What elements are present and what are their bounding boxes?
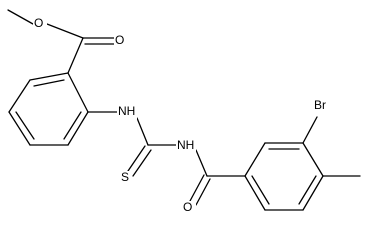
- bond-cs-double-b: [132, 149, 152, 177]
- ring2-bond-3-inner: [298, 175, 317, 205]
- atom-labels: O O NH NH S O Br: [33, 16, 333, 215]
- aryl-ring-bonds: [244, 142, 324, 211]
- ring2-bond-4: [302, 142, 324, 177]
- atom-nh-aniline: NH: [118, 104, 135, 118]
- ester-group-bonds: [7, 9, 115, 74]
- bond-methyl-o: [7, 9, 34, 25]
- atom-o-amide: O: [183, 200, 192, 214]
- bond-amide-co-a: [189, 174, 205, 202]
- ring1-bond-1-inner: [33, 79, 65, 87]
- atom-o-carbonyl: O: [115, 33, 124, 47]
- atom-s-thiocarbonyl: S: [121, 170, 129, 184]
- ring2-bond-6: [244, 142, 266, 177]
- ring1-bond-3: [8, 111, 31, 146]
- benzoate-ring-bonds: [8, 72, 89, 146]
- amide-bonds: [189, 174, 246, 206]
- bond-nh1-thiocarbonyl: [136, 117, 149, 146]
- ring2-bond-1-inner: [251, 175, 270, 205]
- bond-o-carbonyl-c: [46, 23, 84, 39]
- atom-nh-thiourea: NH: [177, 138, 194, 152]
- bond-amide-co-b: [195, 178, 211, 206]
- ring1-bond-5-inner: [63, 111, 82, 140]
- thiourea-bonds: [87, 111, 208, 177]
- bond-cs-double-a: [127, 145, 146, 172]
- atom-o-methoxy: O: [34, 16, 43, 30]
- ring2-bond-1: [244, 175, 266, 211]
- bond-carbonyl-ring: [67, 37, 84, 74]
- bond-ring-br: [302, 116, 318, 144]
- ring1-bond-3-inner: [15, 111, 35, 140]
- atom-br: Br: [314, 98, 326, 112]
- ring1-bond-6: [67, 72, 89, 113]
- ring1-bond-1: [29, 72, 69, 81]
- chemical-structure-diagram: O O NH NH S O Br: [7, 9, 361, 215]
- bond-nh2-amide-c: [195, 149, 208, 177]
- ring1-bond-5: [67, 111, 89, 146]
- substituent-bonds: [302, 116, 361, 177]
- ring1-bond-2: [8, 79, 31, 113]
- ring2-bond-3: [302, 175, 324, 211]
